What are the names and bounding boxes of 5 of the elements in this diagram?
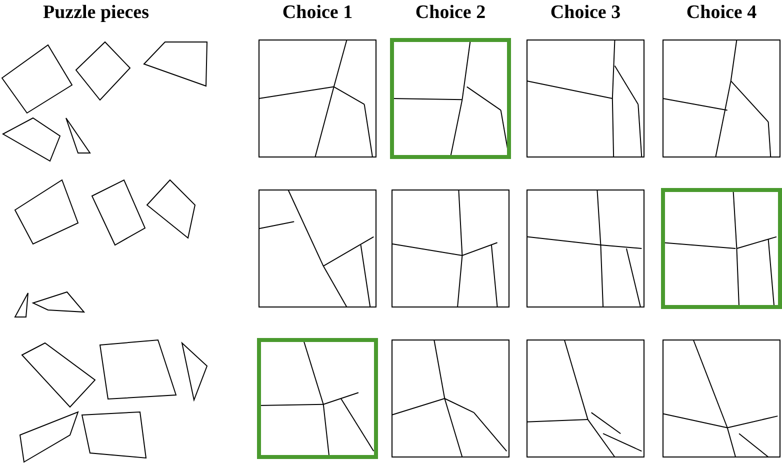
column-header: Choice 2 [414,2,487,24]
column-header: Choice 4 [685,2,758,24]
column-header: Choice 3 [549,2,622,24]
column-header: Choice 1 [281,2,354,24]
column-header: Puzzle pieces [42,2,150,24]
